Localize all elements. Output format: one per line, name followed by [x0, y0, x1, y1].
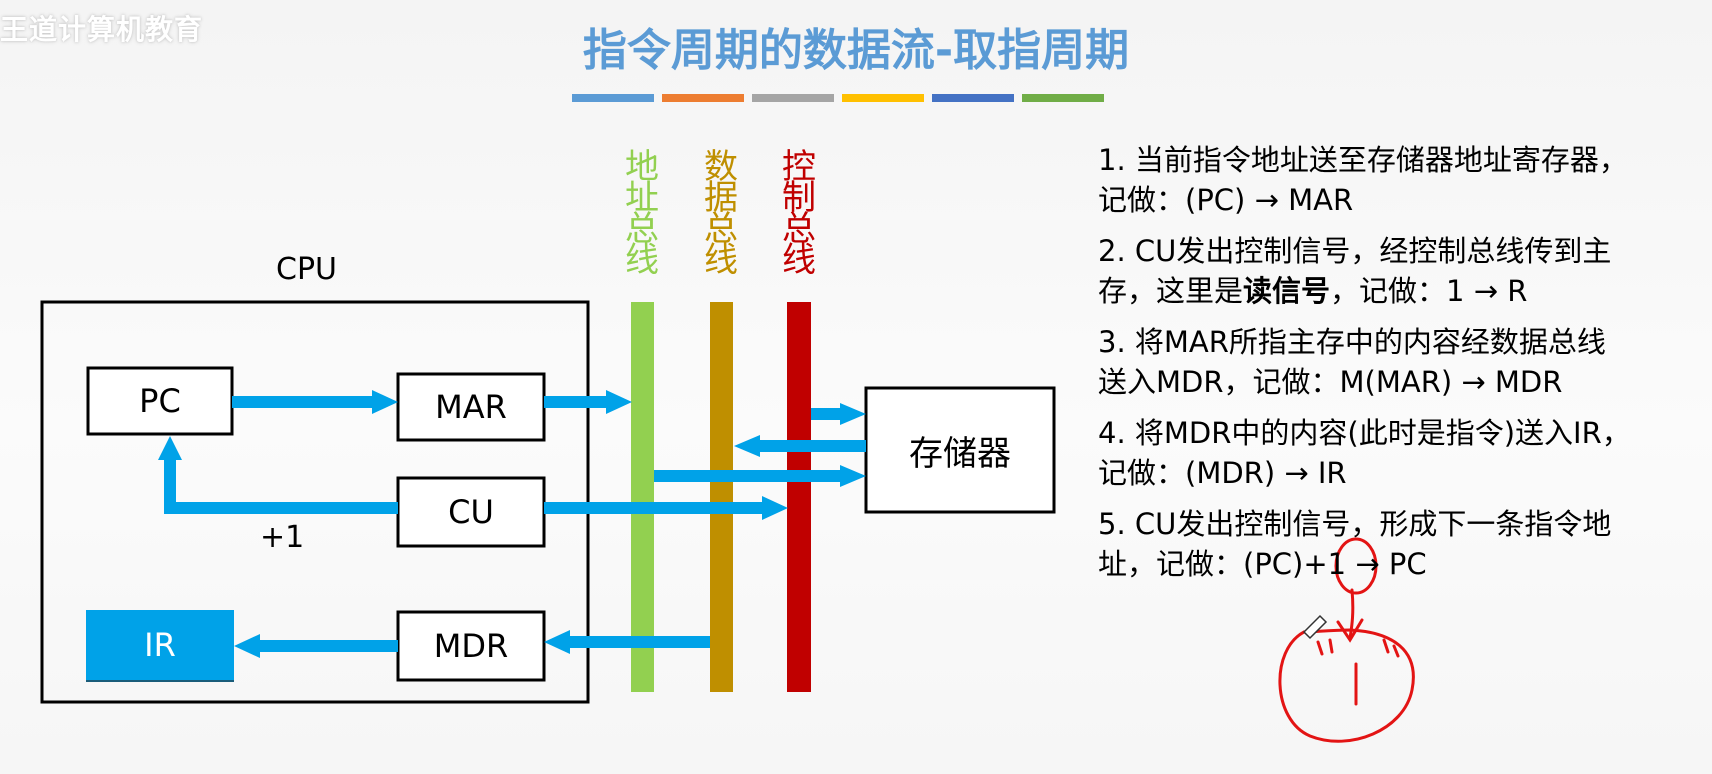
address-bus	[631, 302, 654, 692]
step-4: 4. 将MDR中的内容(此时是指令)送入IR， 记做：(MDR) → IR	[1098, 413, 1698, 493]
slide-title: 指令周期的数据流-取指周期	[582, 25, 1130, 76]
watermark: 王道计算机教育	[0, 13, 204, 46]
step-3-line-2: 送入MDR，记做：M(MAR) → MDR	[1098, 365, 1563, 399]
mdr-box	[396, 610, 546, 682]
step-list: 1. 当前指令地址送至存储器地址寄存器， 记做：(PC) → MAR 2. CU…	[1098, 140, 1698, 595]
control-bus-label: 控制总线	[782, 147, 816, 280]
ir-label: IR	[144, 626, 176, 664]
ir-box	[86, 610, 234, 680]
data-bus	[710, 302, 733, 692]
pc-label: PC	[139, 382, 181, 420]
mdr-label: MDR	[433, 627, 509, 665]
step-2-line-2-post: ，记做：1 → R	[1330, 274, 1528, 308]
arrowhead-cu-to-control	[762, 496, 788, 520]
cu-label: CU	[448, 493, 494, 531]
step-2: 2. CU发出控制信号，经控制总线传到主 存，这里是读信号，记做：1 → R	[1098, 231, 1698, 311]
increment-label: +1	[260, 520, 305, 555]
mar-box	[396, 372, 546, 442]
step-4-line-2: 记做：(MDR) → IR	[1098, 456, 1347, 490]
mar-label: MAR	[435, 388, 507, 426]
title-stripe-6	[1022, 94, 1104, 102]
title-stripe-5	[932, 94, 1014, 102]
step-2-line-1: 2. CU发出控制信号，经控制总线传到主	[1098, 234, 1612, 268]
memory-box	[864, 386, 1056, 514]
arrowhead-pc-to-mar	[372, 390, 398, 414]
step-1: 1. 当前指令地址送至存储器地址寄存器， 记做：(PC) → MAR	[1098, 140, 1698, 220]
handwritten-annotation	[1278, 537, 1415, 743]
arrowhead-memory-to-bus	[734, 435, 760, 457]
arrowhead-mdr-to-ir	[234, 634, 260, 658]
step-5-line-1: 5. CU发出控制信号，形成下一条指令地	[1098, 507, 1612, 541]
arrow-cu-to-pc	[164, 454, 398, 514]
title-stripe-3	[752, 94, 834, 102]
address-bus-label: 地址总线	[625, 147, 659, 280]
pen-cursor-icon	[1302, 614, 1328, 640]
step-2-line-2-pre: 存，这里是	[1098, 274, 1244, 308]
control-bus	[787, 302, 811, 692]
title-stripe-2	[662, 94, 744, 102]
step-2-emphasis: 读信号	[1243, 274, 1331, 308]
step-3-line-1: 3. 将MAR所指主存中的内容经数据总线	[1098, 325, 1606, 359]
arrowhead-data-to-mdr	[544, 630, 570, 654]
data-bus-label: 数据总线	[704, 147, 738, 280]
arrowhead-to-memory-1	[840, 403, 866, 425]
step-5-line-2: 址，记做：(PC)+1 → PC	[1098, 547, 1427, 581]
step-3: 3. 将MAR所指主存中的内容经数据总线 送入MDR，记做：M(MAR) → M…	[1098, 322, 1698, 402]
step-5: 5. CU发出控制信号，形成下一条指令地 址，记做：(PC)+1 → PC	[1098, 504, 1698, 584]
arrowhead-mar-to-bus	[606, 390, 632, 414]
step-4-line-1: 4. 将MDR中的内容(此时是指令)送入IR，	[1098, 416, 1631, 450]
memory-label: 存储器	[909, 433, 1011, 474]
arrowhead-cu-to-pc	[158, 436, 182, 460]
cpu-label: CPU	[276, 252, 337, 287]
title-stripe-4	[842, 94, 924, 102]
arrowhead-to-memory-2	[840, 465, 866, 487]
step-2-line-2: 存，这里是读信号，记做：1 → R	[1098, 271, 1698, 311]
step-1-line-1: 1. 当前指令地址送至存储器地址寄存器，	[1098, 143, 1628, 177]
step-1-line-2: 记做：(PC) → MAR	[1098, 183, 1354, 217]
title-stripe-1	[572, 94, 654, 102]
